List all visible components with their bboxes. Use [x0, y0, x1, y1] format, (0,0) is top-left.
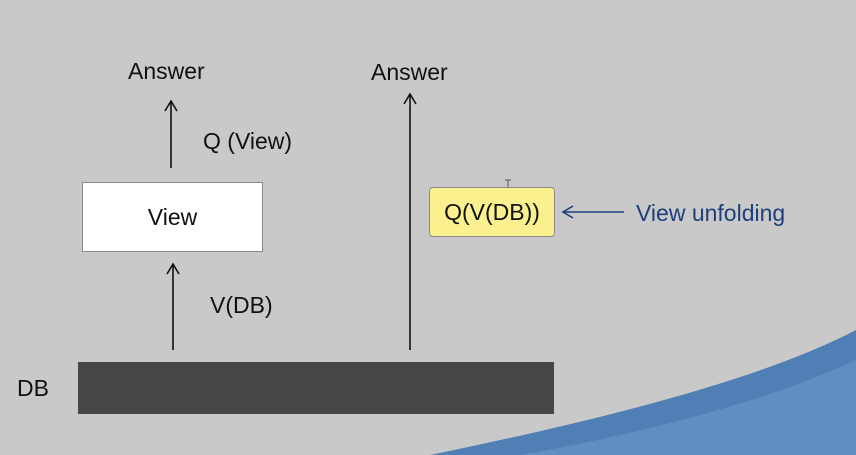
view-box-label: View: [147, 203, 198, 230]
answer-left-label: Answer: [128, 58, 205, 84]
view-unfolding-label: View unfolding: [636, 200, 786, 226]
q-v-db-box: Q(V(DB)): [429, 187, 555, 237]
v-db-label: V(DB): [210, 292, 273, 318]
q-v-db-label: Q(V(DB)): [444, 198, 540, 225]
q-view-label: Q (View): [203, 128, 293, 154]
arrowhead-db-to-view: [166, 262, 180, 275]
arrowhead-db-to-answer: [403, 92, 417, 105]
view-box: View: [82, 182, 263, 252]
arrowhead-view-unfolding: [561, 205, 574, 219]
answer-right-label: Answer: [371, 59, 448, 85]
arrowhead-view-to-answer: [164, 99, 178, 112]
db-label: DB: [17, 375, 49, 401]
db-bar: [78, 362, 554, 414]
